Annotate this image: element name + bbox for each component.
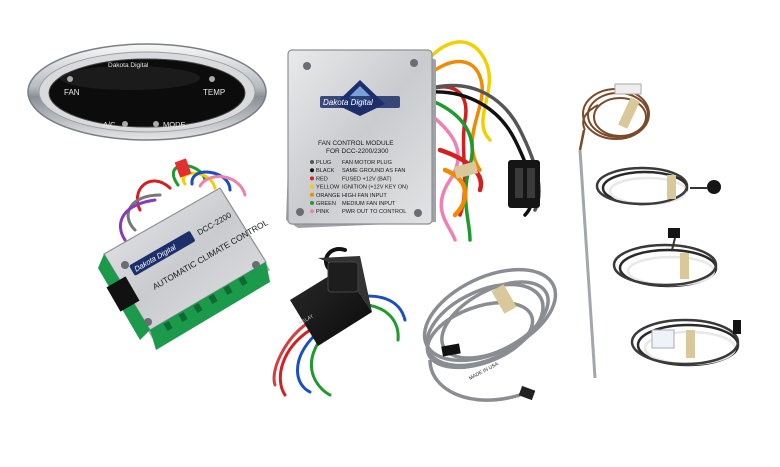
rubber-band	[453, 161, 479, 179]
fan-module-title-1: FAN CONTROL MODULE	[318, 140, 394, 147]
wire-color-label: PLUG	[316, 160, 331, 166]
temperature-probe	[578, 83, 650, 379]
wire-function-label: IGNITION (+12V KEY ON)	[342, 185, 408, 191]
wire-color-dot-icon	[310, 168, 314, 173]
dakota-digital-logo-icon: Dakota Digital	[320, 80, 400, 116]
wire-function-label: HIGH FAN INPUT	[342, 193, 387, 199]
wire-color-dot-icon	[310, 201, 314, 205]
mode-button[interactable]: MODE	[163, 120, 186, 129]
wire-function-label: FUSED +12V (BAT)	[342, 176, 392, 182]
wire-color-dot-icon	[310, 209, 314, 214]
automatic-climate-control-module: Dakota Digital DCC-2200 AUTOMATIC CLIMAT…	[98, 187, 270, 350]
wire-color-dot-icon	[310, 184, 314, 189]
wire-function-label: SAME GROUND AS FAN	[342, 168, 405, 174]
wire-color-label: YELLOW	[316, 185, 340, 191]
fan-control-module: Dakota Digital FAN CONTROL MODULE FOR DC…	[286, 49, 436, 228]
sensor-harness-3	[630, 318, 741, 367]
fan-module-logo: Dakota Digital	[323, 98, 373, 107]
controller-brand: Dakota Digital	[108, 62, 149, 69]
wire-color-label: GREEN	[316, 201, 336, 207]
sensor-harness-2	[612, 228, 718, 288]
wire-color-label: BLACK	[316, 168, 335, 174]
fan-indicator-icon	[67, 76, 73, 82]
gray-sensor-cable	[422, 267, 558, 402]
climate-module-wires	[119, 164, 247, 242]
fan-motor-plug	[508, 160, 540, 208]
fan-module-wires	[418, 40, 541, 242]
wire-color-dot-icon	[310, 176, 314, 181]
fuse-connector	[174, 158, 192, 178]
ac-button[interactable]: A/C	[103, 120, 116, 129]
wire-color-label: PINK	[316, 209, 329, 215]
sensor-harness-1	[595, 166, 721, 206]
wire-function-label: PWR OUT TO CONTROL	[342, 209, 406, 215]
wire-color-dot-icon	[310, 160, 314, 164]
wire-color-label: ORANGE	[316, 193, 341, 199]
ac-indicator-icon	[122, 121, 128, 127]
wire-function-label: FAN MOTOR PLUG	[342, 160, 392, 166]
fan-module-title-2: FOR DCC-2200/2300	[326, 148, 389, 155]
temp-button[interactable]: TEMP	[203, 88, 225, 97]
climate-controller-bezel: Dakota Digital FAN TEMP A/C MODE	[27, 43, 267, 141]
wire-color-label: RED	[316, 176, 328, 182]
wire-color-dot-icon	[310, 192, 314, 197]
cable-rubber-band	[491, 284, 517, 314]
wiring-legend: PLUG FAN MOTOR PLUG BLACK SAME GROUND AS FA…	[310, 160, 408, 215]
temp-indicator-icon	[209, 76, 215, 82]
relay: RELAY	[290, 256, 372, 346]
wire-function-label: MEDIUM FAN INPUT	[342, 201, 396, 207]
mode-indicator-icon	[153, 121, 159, 127]
fan-button[interactable]: FAN	[64, 88, 80, 97]
